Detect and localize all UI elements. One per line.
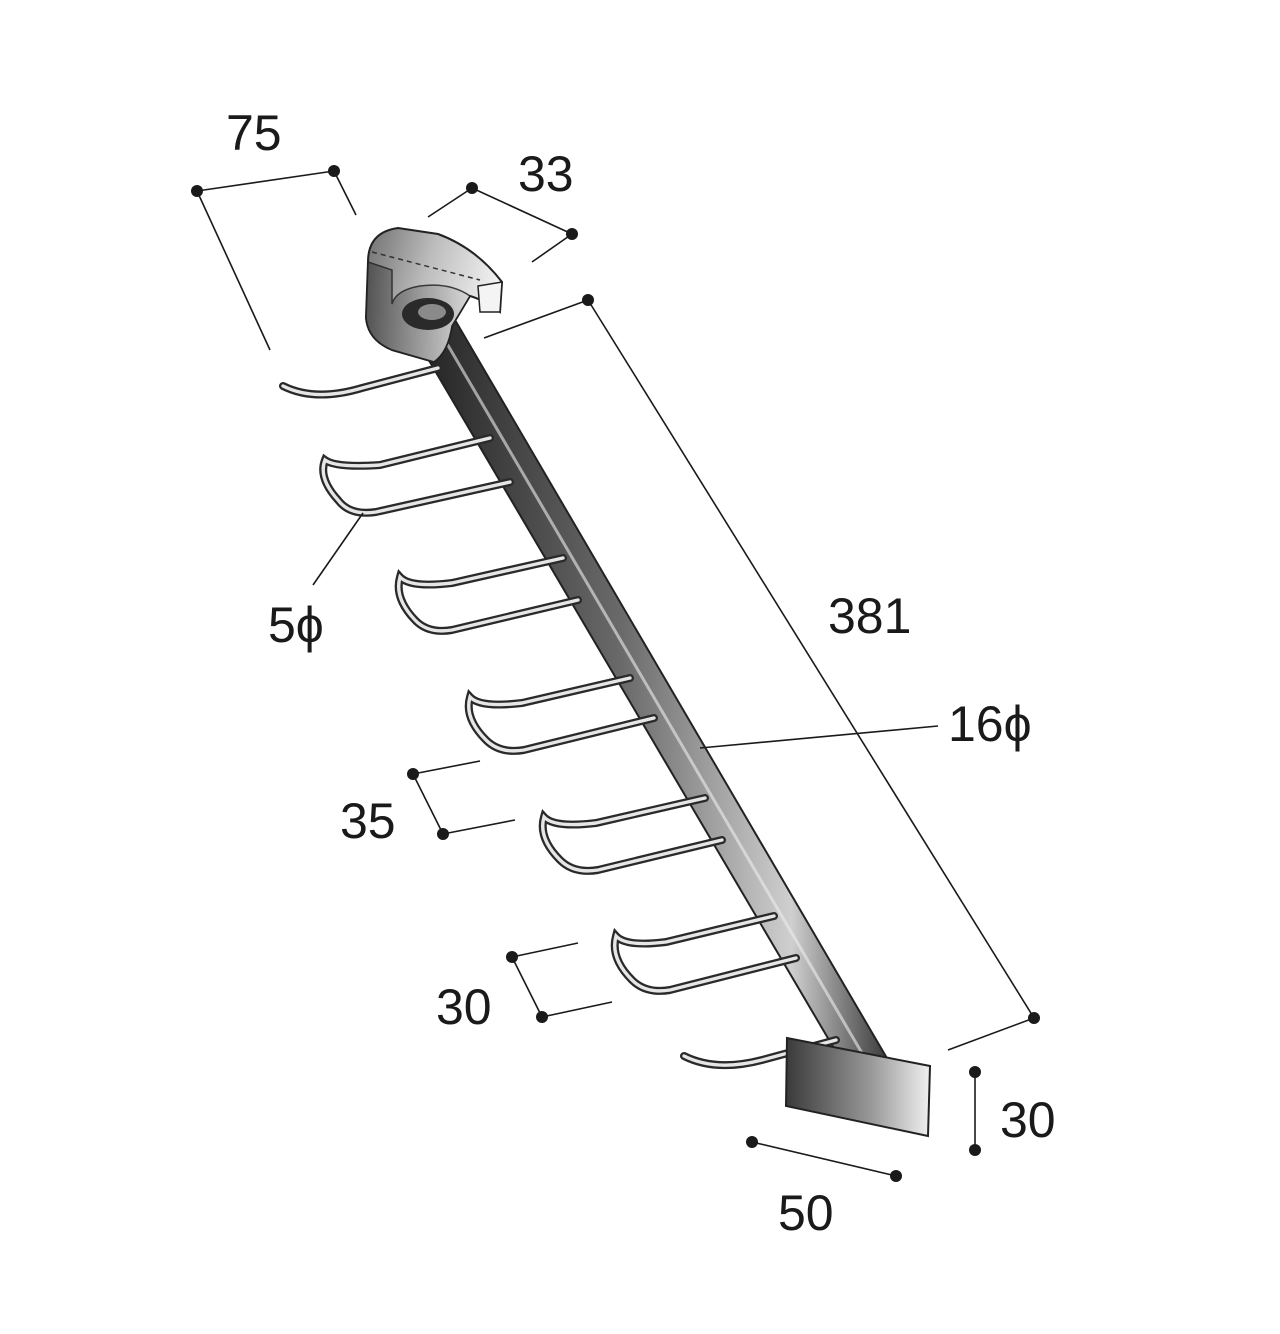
hook [394,554,582,635]
dim-30-spacing: 30 [436,979,492,1035]
hook [464,674,658,755]
rail [402,316,890,1064]
dimension-lines [191,165,1040,1182]
hooks [279,364,840,1070]
top-bracket [364,226,504,364]
hook [279,364,442,399]
dim-75: 75 [226,105,282,161]
dim-hook-diameter: 5ϕ [268,597,324,653]
hook [319,434,514,517]
dim-35: 35 [340,793,396,849]
dim-rail-diameter: 16ϕ [948,696,1032,752]
bottom-plate [784,1036,932,1138]
hook [538,794,726,875]
dim-30-plate: 30 [1000,1092,1056,1148]
dim-381: 381 [828,588,911,644]
dimension-labels: 75 33 381 5ϕ 16ϕ 35 30 30 50 [226,105,1056,1241]
dim-33: 33 [518,146,574,202]
hook [680,1036,840,1070]
dim-50: 50 [778,1185,834,1241]
hook [610,912,800,995]
